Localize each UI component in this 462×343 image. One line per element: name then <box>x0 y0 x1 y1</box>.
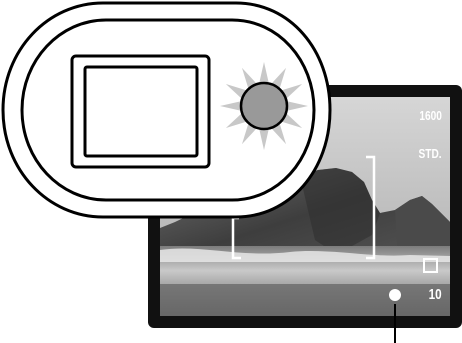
eyepiece-frame-inner <box>85 67 197 156</box>
image-quality-readout: STD. <box>419 147 442 161</box>
viewfinder-callout <box>3 3 330 217</box>
beach <box>160 284 450 316</box>
square-outline-icon <box>423 258 438 273</box>
iso-readout: 1600 <box>419 109 442 123</box>
callout-leader-line <box>394 304 396 343</box>
frames-remaining-readout: 10 <box>429 287 442 303</box>
indicator-lamp <box>241 83 287 129</box>
solid-dot-icon <box>389 289 401 301</box>
